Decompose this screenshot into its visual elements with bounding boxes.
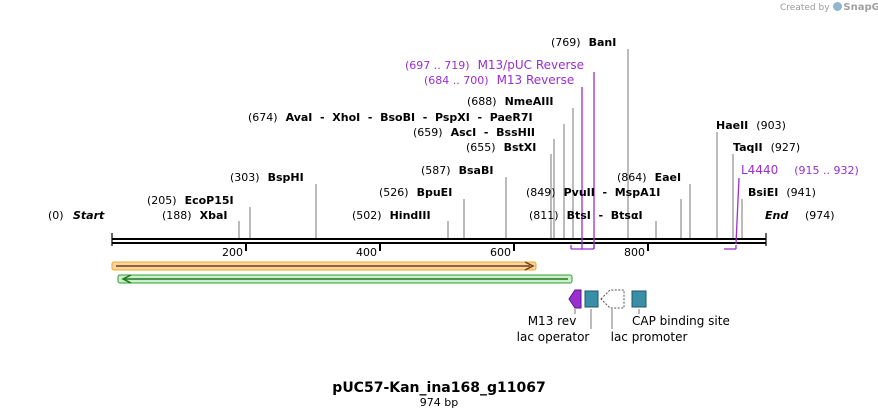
site-eaei: (864)EaeI <box>617 171 681 184</box>
lac-operator-label: lac operator <box>517 330 590 344</box>
primer-markers <box>570 72 740 250</box>
cap-binding-site-feature <box>631 290 647 308</box>
end-label: End <box>765 209 788 222</box>
site-bstxi: (655)BstXI <box>466 141 536 154</box>
scale-label-200: 200 <box>222 246 243 259</box>
site-nmeaiii: (688)NmeAIII <box>467 95 554 108</box>
site-xbai: (188)XbaI <box>162 209 227 222</box>
primer-l4440: L4440(915 .. 932) <box>741 163 859 177</box>
map-length: 974 bp <box>420 396 458 409</box>
orange-feature-arrow <box>111 261 537 271</box>
m13-rev-feature <box>568 289 582 309</box>
site-bpuei: (526)BpuEI <box>379 186 452 199</box>
end-position: (974) <box>805 209 835 222</box>
primer-stem-l4440 <box>735 177 740 245</box>
site-btsi-group: (811)BtsI - BtsαI <box>529 209 643 222</box>
lac-promoter-feature <box>600 289 625 309</box>
scale-label-800: 800 <box>624 246 645 259</box>
scale-label-400: 400 <box>356 246 377 259</box>
lac-operator-feature <box>584 290 599 308</box>
snapgene-watermark: Created by SnapGene <box>780 2 878 13</box>
site-haeii: HaeII(903) <box>716 119 786 132</box>
green-feature-arrow <box>117 274 573 284</box>
site-bsabi: (587)BsaBI <box>421 164 493 177</box>
site-stems <box>238 49 743 238</box>
site-pvuii-group: (849)PvuII - MspA1I <box>526 186 660 199</box>
start-position: (0) <box>48 209 64 222</box>
scale-label-600: 600 <box>490 246 511 259</box>
site-bani: (769)BanI <box>551 36 616 49</box>
cap-binding-site-label: CAP binding site <box>632 314 730 328</box>
primer-m13-reverse: (684 .. 700)M13 Reverse <box>424 73 574 87</box>
primer-m13-puc-reverse: (697 .. 719)M13/pUC Reverse <box>405 58 584 72</box>
site-taqii: TaqII(927) <box>733 141 800 154</box>
site-avai-group: (674)AvaI - XhoI - BsoBI - PspXI - PaeR7… <box>248 111 533 124</box>
m13-rev-label: M13 rev <box>528 314 577 328</box>
snapgene-logo-icon <box>833 2 843 11</box>
lac-promoter-label: lac promoter <box>611 330 688 344</box>
site-ecop15i: (205)EcoP15I <box>147 194 234 207</box>
site-bsphi: (303)BspHI <box>230 171 304 184</box>
map-title: pUC57-Kan_ina168_g11067 <box>332 380 545 396</box>
start-label: Start <box>73 209 105 222</box>
site-bsiei: BsiEI(941) <box>748 186 816 199</box>
site-asci-group: (659)AscI - BssHII <box>413 126 535 139</box>
site-hindiii: (502)HindIII <box>352 209 431 222</box>
